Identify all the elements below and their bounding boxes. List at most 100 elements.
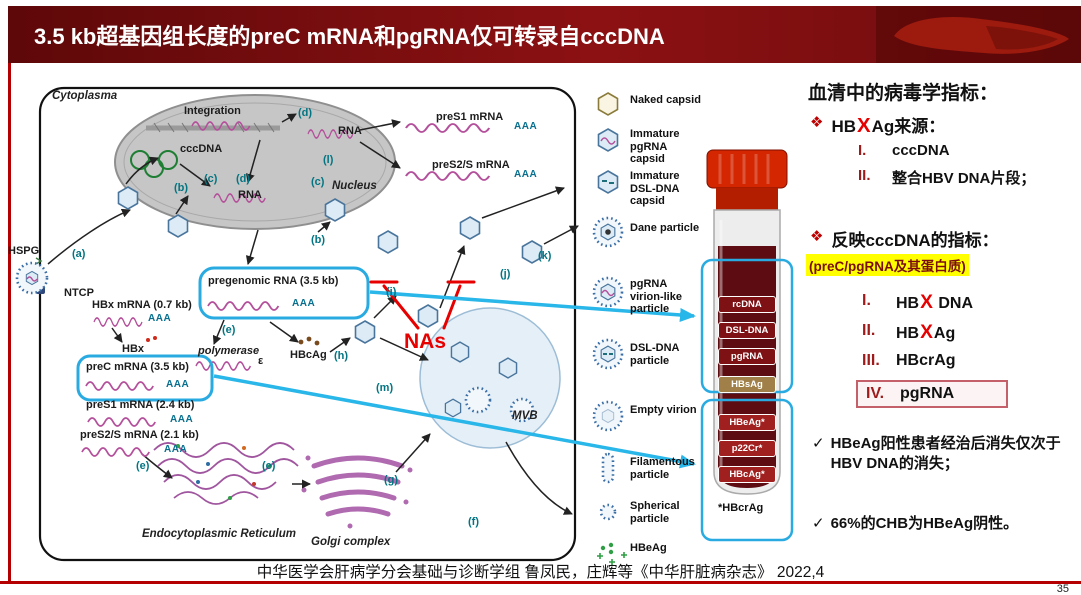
polya-label: AAA bbox=[166, 379, 190, 390]
legend-item-pgrna-virion-like: pgRNA virion-like particle bbox=[630, 278, 682, 316]
text-pre: HB bbox=[831, 117, 857, 136]
serum-indicators-panel: 血清中的病毒学指标： ❖ HBXAg来源： I. cccDNA II. 整合HB… bbox=[802, 78, 1076, 558]
source-item: II. 整合HBV DNA片段； bbox=[858, 167, 1035, 188]
polymerase-label: polymerase bbox=[198, 345, 260, 357]
hbcag-protein-dots bbox=[298, 336, 320, 346]
item-numeral: IV. bbox=[866, 385, 885, 402]
step-k-label: (k) bbox=[538, 250, 552, 262]
highlight-note: (preC/pgRNA及其蛋白质) bbox=[806, 254, 969, 276]
polya-label: AAA bbox=[292, 298, 316, 309]
indicator-item: I. HBX DNA bbox=[862, 292, 973, 314]
item-text: pgRNA bbox=[900, 385, 955, 402]
indicator-item: III. HBcrAg bbox=[862, 352, 956, 370]
text-post: DNA bbox=[933, 295, 974, 312]
tube-marker-p22cr: p22Cr* bbox=[718, 440, 776, 457]
text-pre: HB bbox=[896, 295, 920, 312]
bullet-text: 反映cccDNA的指标： bbox=[831, 231, 999, 250]
diamond-bullet-icon: ❖ bbox=[810, 114, 824, 131]
immature-pgrna-capsid-icon bbox=[597, 128, 619, 152]
panel-title: 血清中的病毒学指标： bbox=[808, 83, 999, 104]
endoplasmic-reticulum-shape bbox=[153, 442, 299, 505]
legend-item-dsl-dna-particle: DSL-DNA particle bbox=[630, 342, 680, 367]
pres2s-mrna-label: preS2/S mRNA bbox=[432, 159, 510, 171]
epsilon-label: ε bbox=[258, 355, 264, 367]
capsid-particles bbox=[117, 186, 543, 423]
step-c-label: (c) bbox=[311, 176, 325, 188]
tube-marker-dsl-dna: DSL-DNA bbox=[718, 322, 776, 339]
check-text: HBeAg阳性患者经治后消失仅次于HBV DNA的消失； bbox=[830, 435, 1061, 473]
item-numeral: II. bbox=[858, 167, 871, 184]
check-icon: ✓ bbox=[812, 515, 825, 532]
hbx-protein-dots bbox=[146, 336, 157, 342]
cytoplasma-label: Cytoplasma bbox=[52, 90, 118, 102]
pregenomic-rna-label: pregenomic RNA (3.5 kb) bbox=[208, 275, 339, 287]
step-g-label: (g) bbox=[384, 474, 399, 486]
page-number: 35 bbox=[1056, 583, 1069, 595]
item-text: 整合HBV DNA片段； bbox=[892, 170, 1036, 187]
nucleus-shape bbox=[114, 94, 396, 230]
item-text: HBXAg bbox=[896, 322, 955, 344]
prec-mrna-label: preC mRNA (3.5 kb) bbox=[86, 361, 189, 373]
hspg-label: HSPG bbox=[8, 245, 40, 257]
empty-virion-icon bbox=[592, 400, 624, 432]
slide-header: 3.5 kb超基因组长度的preC mRNA和pgRNA仅可转录自cccDNA bbox=[8, 6, 1081, 63]
integrated-dna bbox=[146, 121, 280, 133]
filamentous-particle-icon bbox=[601, 452, 615, 484]
rna-label: RNA bbox=[238, 189, 262, 201]
polya-label: AAA bbox=[164, 444, 188, 455]
naked-capsid-icon bbox=[597, 92, 619, 116]
legend-item-spherical-particle: Spherical particle bbox=[630, 500, 680, 525]
item-numeral: I. bbox=[862, 292, 871, 309]
golgi-label: Golgi complex bbox=[311, 536, 391, 548]
polya-label: AAA bbox=[148, 313, 172, 324]
text-post: Ag bbox=[933, 325, 956, 342]
tube-marker-hbeag: HBeAg* bbox=[718, 414, 776, 431]
item-text: cccDNA bbox=[892, 142, 950, 159]
item-text: HBX DNA bbox=[896, 292, 973, 314]
legend-item-filamentous-particle: Filamentous particle bbox=[630, 456, 695, 481]
step-a-label: (a) bbox=[72, 248, 86, 260]
mvb-label: MVB bbox=[512, 410, 538, 422]
prec-mrna-highlight-box bbox=[76, 354, 214, 402]
dsl-dna-particle-icon bbox=[592, 338, 624, 370]
pres1-mrna-label: preS1 mRNA bbox=[436, 111, 504, 123]
tube-marker-rcdna: rcDNA bbox=[718, 296, 776, 313]
dane-particle-icon bbox=[592, 216, 624, 248]
step-m-label: (m) bbox=[376, 382, 394, 394]
step-c-label: (c) bbox=[204, 173, 218, 185]
polya-label: AAA bbox=[514, 169, 538, 180]
cccdna-label: cccDNA bbox=[180, 143, 223, 155]
step-b-label: (b) bbox=[311, 234, 326, 246]
step-i-label: (i) bbox=[386, 286, 397, 298]
left-accent-rule bbox=[8, 63, 11, 581]
step-e-label: (e) bbox=[222, 324, 236, 336]
diamond-bullet-icon: ❖ bbox=[810, 228, 824, 245]
check-icon: ✓ bbox=[812, 435, 825, 452]
tube-marker-hbsag: HBsAg bbox=[718, 376, 776, 393]
golgi-shape bbox=[301, 455, 413, 529]
spherical-particle-icon bbox=[599, 503, 617, 521]
check-note: ✓ HBeAg阳性患者经治后消失仅次于HBV DNA的消失； bbox=[812, 434, 1069, 475]
nas-label: NAs bbox=[404, 330, 447, 353]
check-note: ✓ 66%的CHB为HBeAg阴性。 bbox=[812, 514, 1069, 534]
red-x-mark: X bbox=[920, 322, 933, 343]
arrow-prec-to-tube bbox=[213, 374, 696, 469]
slide-title: 3.5 kb超基因组长度的preC mRNA和pgRNA仅可转录自cccDNA bbox=[34, 23, 665, 49]
tube-footnote-hbcrag: *HBcrAg bbox=[718, 502, 764, 514]
item-text: HBcrAg bbox=[896, 352, 956, 369]
bullet-cccdna-indicators: ❖ 反映cccDNA的指标： bbox=[810, 226, 999, 251]
tube-cap-neck bbox=[716, 188, 778, 212]
legend-item-naked-capsid: Naked capsid bbox=[630, 94, 701, 106]
legend-item-dane-particle: Dane particle bbox=[630, 222, 700, 234]
step-h-label: (h) bbox=[334, 350, 349, 362]
footer-citation: 中华医学会肝病学分会基础与诊断学组 鲁凤民，庄辉等《中华肝脏病杂志》 2022,… bbox=[256, 564, 825, 581]
indicator-item: II. HBXAg bbox=[862, 322, 955, 344]
pres1-24-label: preS1 mRNA (2.4 kb) bbox=[86, 399, 195, 411]
entering-virion bbox=[15, 261, 49, 295]
check-text: 66%的CHB为HBeAg阴性。 bbox=[830, 515, 1019, 532]
step-b-label: (b) bbox=[174, 182, 189, 194]
step-e-label: (e) bbox=[262, 460, 276, 472]
ntcp-label: NTCP bbox=[64, 287, 94, 299]
hbx-mrna-label: HBx mRNA (0.7 kb) bbox=[92, 299, 192, 311]
liver-image bbox=[876, 6, 1081, 63]
